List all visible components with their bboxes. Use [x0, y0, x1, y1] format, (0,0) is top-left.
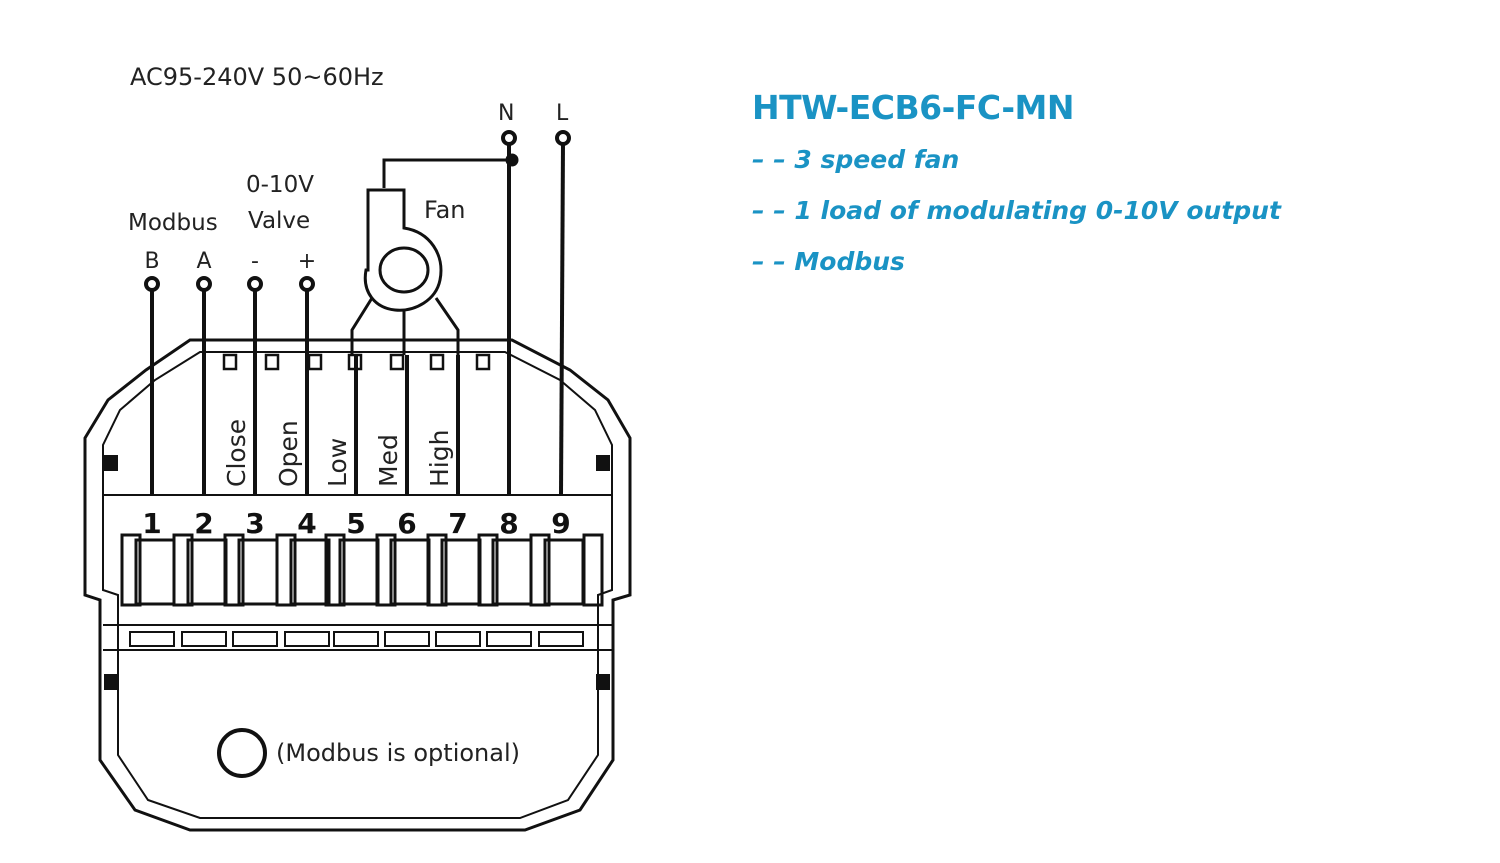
- input-label: +: [298, 249, 316, 274]
- terminal-screw-5: [338, 538, 380, 606]
- terminal-screw-2: [186, 538, 228, 606]
- model-title: HTW-ECB6-FC-MN: [752, 88, 1074, 127]
- input-label: B: [144, 249, 159, 274]
- input-label: A: [196, 249, 211, 274]
- input-terminal-dot: [247, 276, 263, 292]
- terminal-pad: [384, 631, 430, 647]
- terminal-number: 2: [194, 507, 213, 540]
- terminal-divider: [529, 533, 551, 607]
- terminal-screw-9: [543, 538, 585, 606]
- modbus-optional-note: (Modbus is optional): [276, 739, 520, 767]
- terminal-pad: [435, 631, 481, 647]
- live-terminal-dot: [555, 130, 571, 146]
- terminal-divider: [477, 533, 499, 607]
- top-contact: [222, 353, 238, 371]
- terminal-number: 1: [142, 507, 161, 540]
- terminal-screw-3: [237, 538, 279, 606]
- top-contact: [307, 353, 323, 371]
- terminal-screw-7: [440, 538, 482, 606]
- terminal-pad: [232, 631, 278, 647]
- terminal-divider: [275, 533, 297, 607]
- terminal-screw-6: [389, 538, 431, 606]
- terminal-screw-8: [491, 538, 533, 606]
- terminal-divider: [324, 533, 346, 607]
- terminal-function-label: Low: [323, 438, 352, 487]
- terminal-number: 7: [448, 507, 467, 540]
- terminal-number: 3: [245, 507, 264, 540]
- fan-label: Fan: [424, 196, 466, 224]
- modbus-group-label: Modbus: [128, 210, 218, 236]
- fan-supply-wire: [382, 158, 512, 188]
- fan-low-wire: [350, 297, 374, 355]
- terminal-divider: [223, 533, 245, 607]
- terminal-number: 6: [397, 507, 416, 540]
- terminal-number: 9: [551, 507, 570, 540]
- terminal-screw-4: [289, 538, 331, 606]
- valve-group-label: Valve: [248, 208, 310, 234]
- live-label: L: [556, 101, 569, 126]
- terminal-screw-1: [134, 538, 176, 606]
- fan-rotor: [378, 246, 430, 294]
- feature-modulating-output: – – 1 load of modulating 0-10V output: [752, 196, 1281, 225]
- live-wire: [559, 141, 565, 496]
- terminal-function-label: Open: [274, 420, 303, 487]
- top-contact: [475, 353, 491, 371]
- modbus-indicator-circle: [217, 728, 267, 778]
- terminal-divider: [582, 533, 604, 607]
- terminal-pad: [333, 631, 379, 647]
- top-contact: [429, 353, 445, 371]
- input-terminal-dot: [196, 276, 212, 292]
- terminal-function-label: Med: [374, 434, 403, 487]
- terminal-number: 8: [499, 507, 518, 540]
- terminal-divider: [120, 533, 142, 607]
- input-label: -: [251, 249, 259, 274]
- terminal-pad: [486, 631, 532, 647]
- neutral-terminal-dot: [501, 130, 517, 146]
- info-panel: HTW-ECB6-FC-MN – – 3 speed fan – – 1 loa…: [752, 88, 1281, 298]
- terminal-pad: [284, 631, 330, 647]
- terminal-divider: [172, 533, 194, 607]
- input-terminal-dot: [144, 276, 160, 292]
- terminal-pad: [538, 631, 584, 647]
- top-contact: [264, 353, 280, 371]
- terminal-number: 5: [346, 507, 365, 540]
- terminal-pad: [129, 631, 175, 647]
- neutral-label: N: [498, 101, 514, 126]
- top-contact: [389, 353, 405, 371]
- terminal-divider: [375, 533, 397, 607]
- terminal-function-label: Close: [222, 419, 251, 487]
- fan-motor: [363, 188, 443, 312]
- housing-inner-outline: [102, 351, 613, 819]
- terminal-function-label: High: [425, 430, 454, 487]
- feature-fan-speed: – – 3 speed fan: [752, 145, 960, 174]
- fan-high-wire: [434, 297, 460, 355]
- terminal-pad: [181, 631, 227, 647]
- terminal-divider: [426, 533, 448, 607]
- feature-modbus: – – Modbus: [752, 247, 905, 276]
- terminal-number: 4: [297, 507, 316, 540]
- input-terminal-dot: [299, 276, 315, 292]
- valve-group-voltage-label: 0-10V: [246, 172, 314, 198]
- supply-voltage-label: AC95-240V 50~60Hz: [130, 63, 384, 91]
- housing-outline: [83, 338, 632, 832]
